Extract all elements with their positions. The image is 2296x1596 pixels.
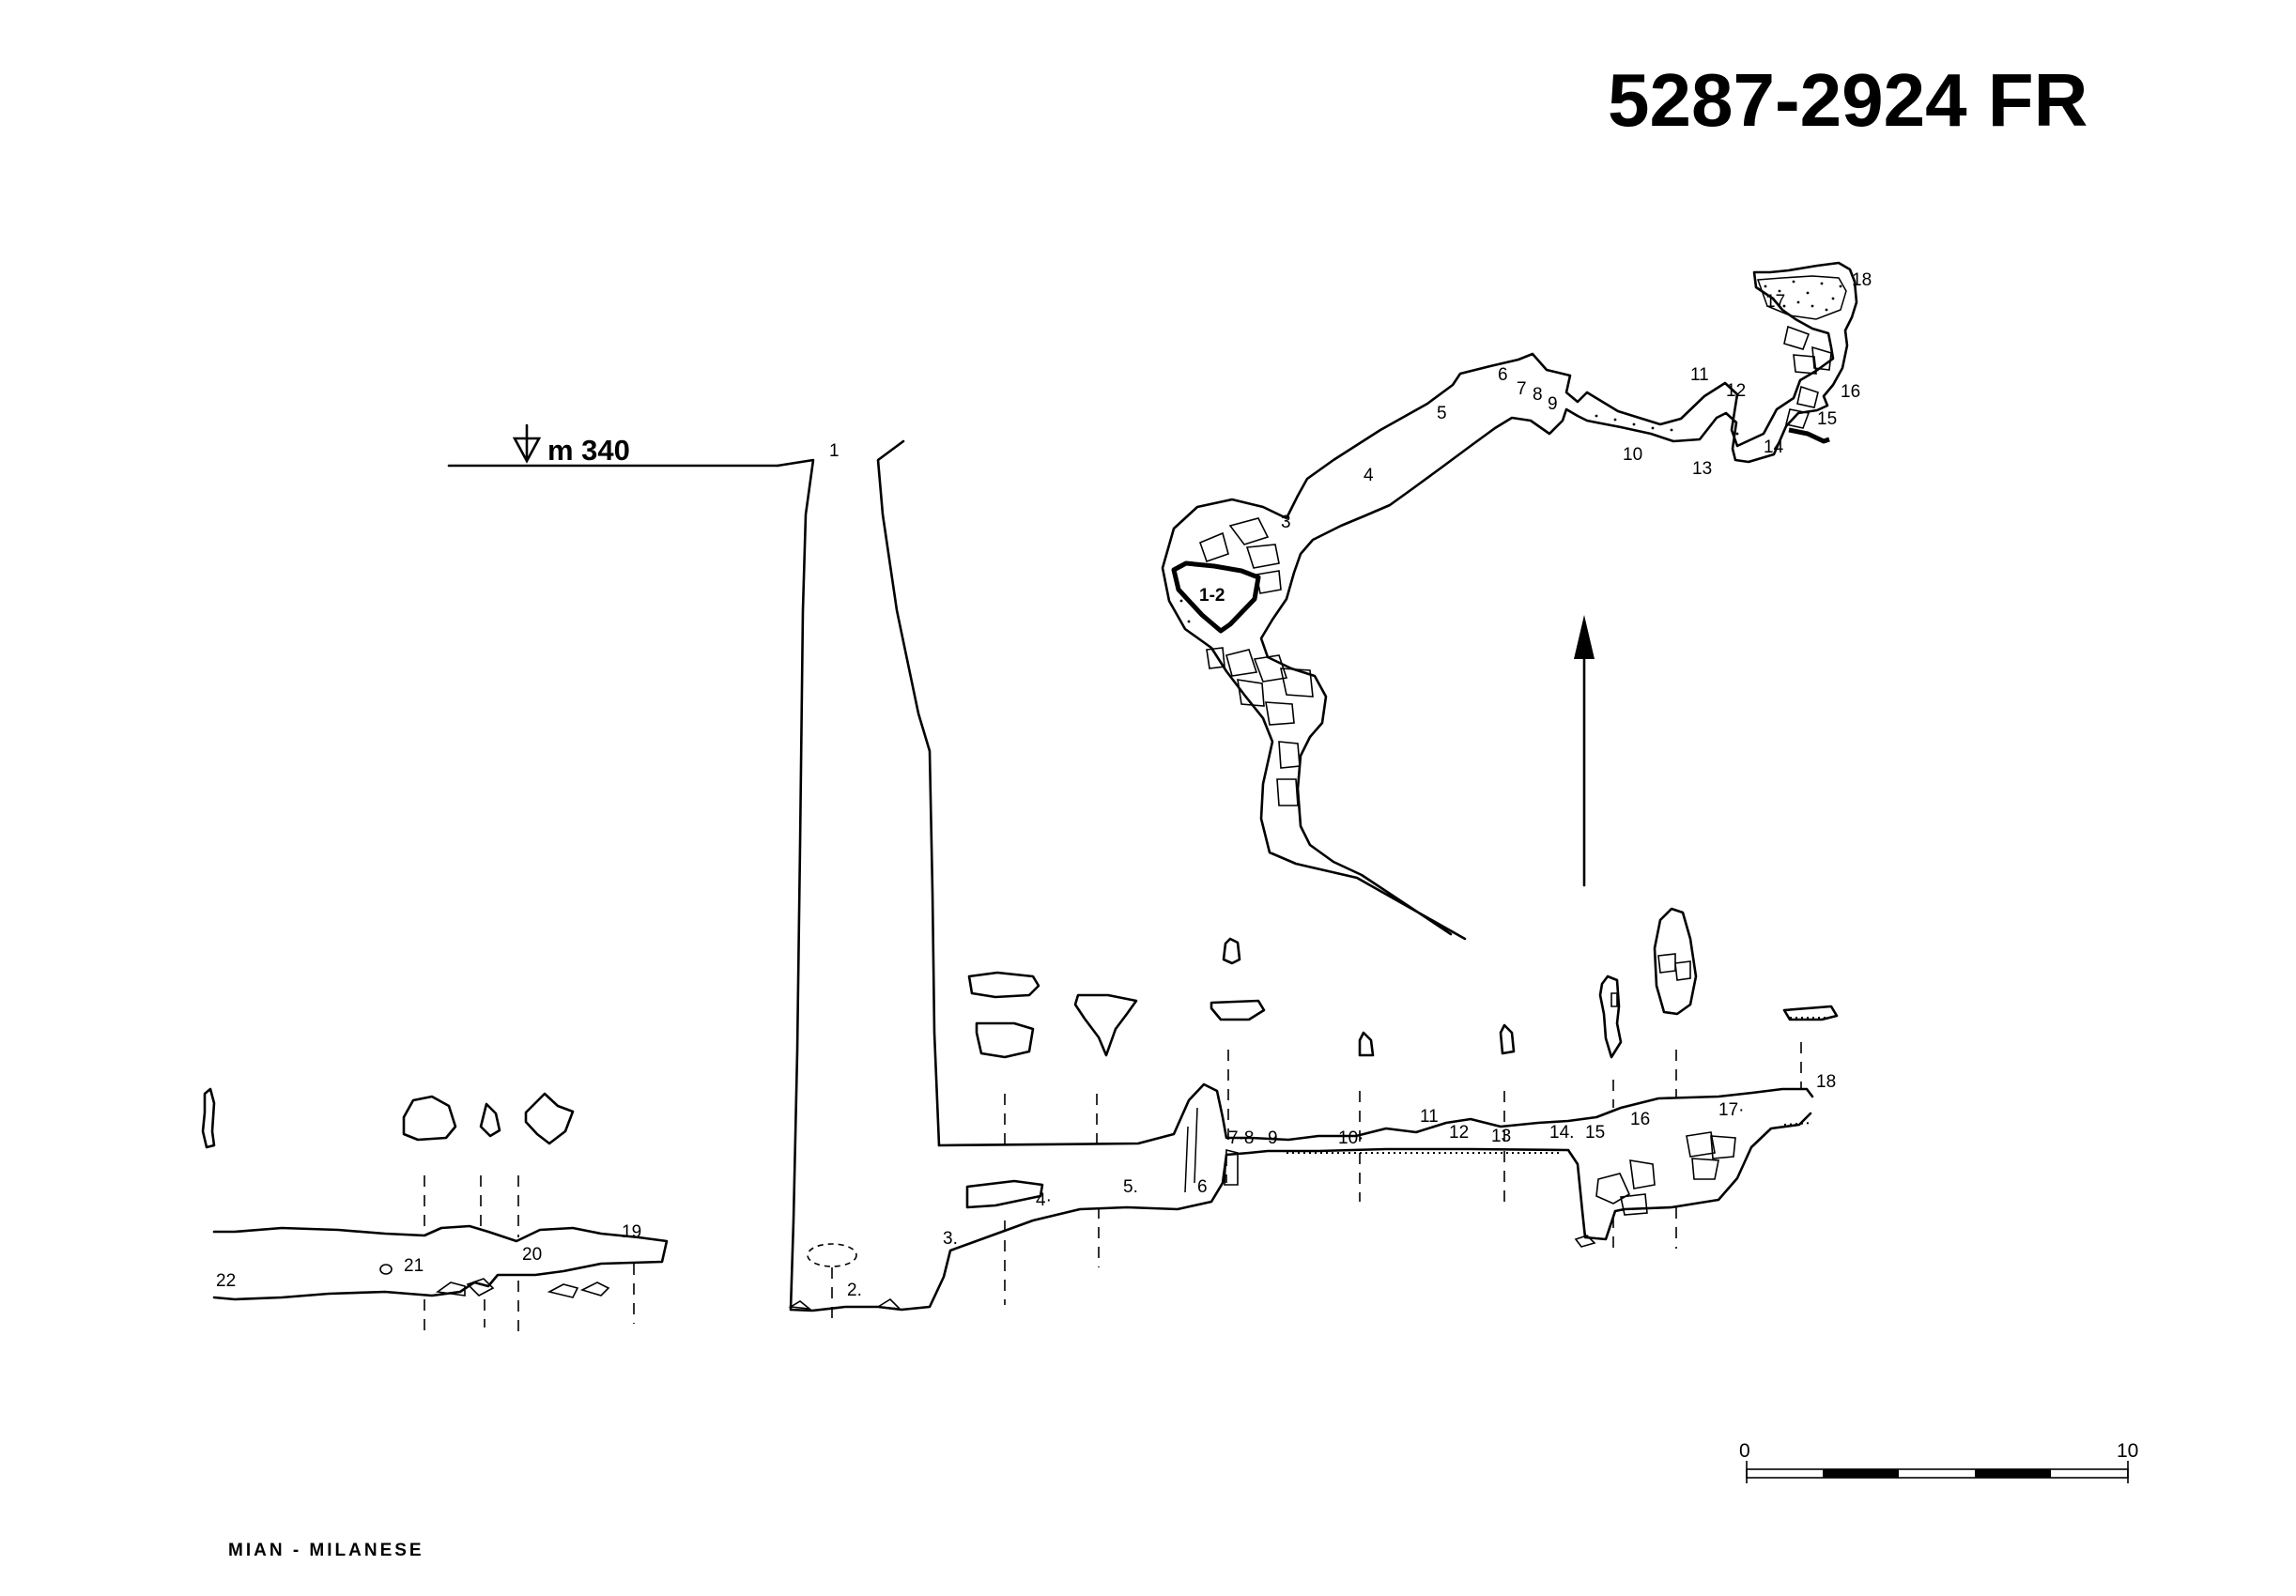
scale-bar: 0 10 [1739,1440,2138,1483]
plan-gallery-outline [1161,261,1858,941]
section-station-2: 2. [847,1281,862,1300]
plan-chamber-1-2 [1171,560,1261,634]
plan-station-12: 12 [1726,381,1746,401]
plan-station-1-2: 1-2 [1199,586,1225,606]
section-station-4: 4· [1036,1190,1052,1210]
section-station-7-8: 7·8· [1228,1128,1260,1148]
plan-station-5: 5 [1437,404,1447,423]
section-station-3: 3. [943,1229,958,1249]
section-station-6: 6 [1197,1177,1208,1197]
plan-station-3: 3 [1281,513,1291,532]
plan-station-18: 18 [1852,270,1872,290]
plan-breakdown-blocks [1198,325,1832,806]
elevation-label: m 340 [547,434,630,467]
section-station-12: 12 [1449,1123,1469,1143]
section-station-9: 9 [1268,1128,1278,1148]
section-station-18: 18 [1816,1072,1836,1092]
profile-breakdown-blocks [788,1131,1736,1311]
cave-plan-view [1161,261,1858,941]
section-station-15: 15 [1585,1123,1605,1143]
section-station-5: 5. [1123,1177,1138,1197]
plan-station-4: 4 [1364,466,1374,485]
plan-station-labels: 1-2 3 4 5 6 7 8 9 10 11 12 13 14 15 16 1… [1199,270,1872,606]
profile-lower-passage [212,1224,669,1301]
section-station-16: 16 [1630,1110,1650,1129]
north-arrow [1574,615,1595,887]
plan-station-10: 10 [1623,445,1642,465]
elevation-marker: m 340 [447,423,779,468]
plan-station-16: 16 [1841,382,1860,402]
profile-station-labels: 1 2. 3. 4· 5. 6 7·8· 9 10· 11 12 13 14. … [216,441,1836,1300]
section-station-14: 14. [1549,1123,1574,1143]
section-station-10: 10· [1338,1128,1364,1148]
section-station-19: 19 [622,1222,641,1242]
plan-station-8: 8 [1533,385,1543,405]
plan-station-6: 6 [1498,365,1508,385]
section-station-17: 17· [1718,1100,1744,1120]
plan-station-11: 11 [1690,365,1709,385]
scale-start-label: 0 [1739,1440,1750,1462]
section-station-22: 22 [216,1271,236,1291]
profile-floor [789,1112,1812,1312]
section-station-1: 1 [829,441,840,461]
plan-station-17: 17 [1765,292,1785,312]
plan-station-14: 14 [1764,437,1784,457]
section-station-13: 13 [1491,1127,1511,1146]
plan-station-7: 7 [1517,379,1527,399]
scale-end-label: 10 [2117,1440,2138,1462]
section-station-11: 11 [1420,1107,1439,1127]
section-station-20: 20 [522,1245,542,1265]
cave-number-title: 5287-2924 FR [1608,58,2088,142]
profile-shaft-right-wall [876,439,941,1147]
cross-sections [201,907,1839,1149]
plan-station-13: 13 [1692,459,1712,479]
plan-station-15: 15 [1817,409,1837,429]
section-leader-lines [424,1042,1802,1333]
plan-station-9: 9 [1548,394,1558,414]
plan-sediment-dots [1179,280,1842,623]
survey-authors: MIAN - MILANESE [228,1541,424,1560]
cave-profile-view [212,439,1814,1312]
section-station-21: 21 [404,1256,424,1276]
profile-shaft-left-wall [776,458,815,1312]
